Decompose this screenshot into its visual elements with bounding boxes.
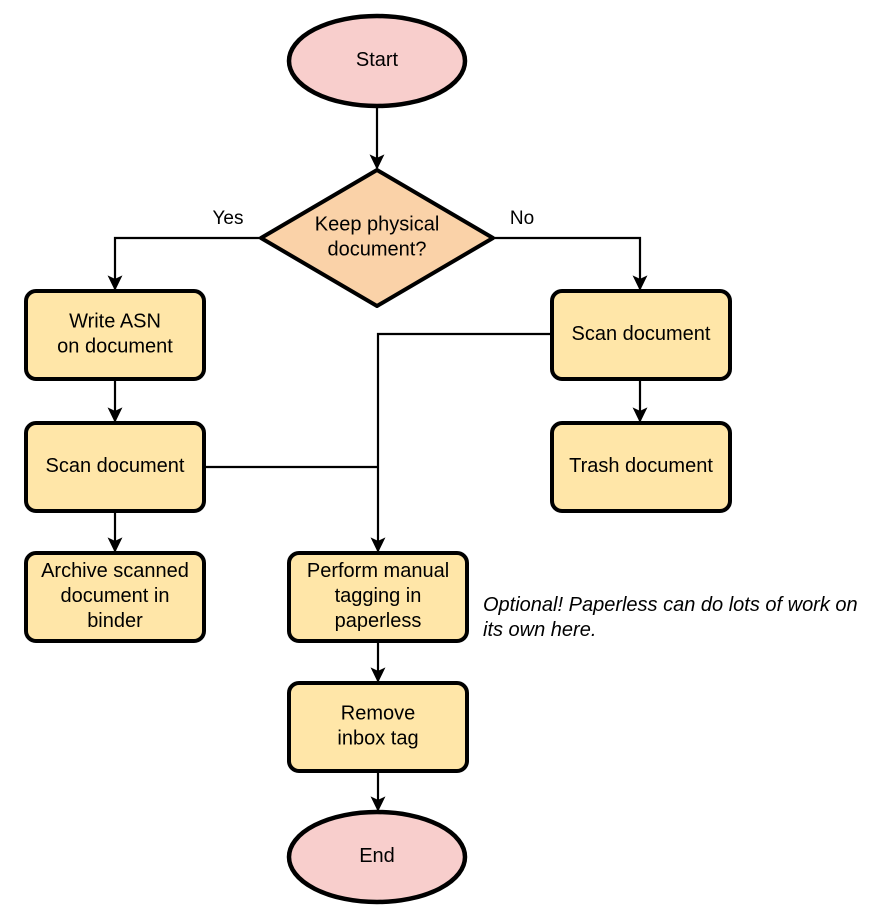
edge-decision-no: No bbox=[493, 208, 648, 291]
node-shape-process bbox=[24, 421, 206, 513]
node-shape-process bbox=[287, 681, 469, 773]
node-shape-process bbox=[550, 289, 732, 381]
node-scan-document-left: Scan document bbox=[24, 421, 206, 513]
node-shape-process bbox=[287, 551, 469, 643]
node-label-end: End bbox=[359, 845, 395, 867]
edge-decision-yes: Yes bbox=[107, 208, 261, 291]
node-label-start: Start bbox=[356, 49, 399, 71]
annotation-optional-note: Optional! Paperless can do lots of work … bbox=[483, 594, 858, 641]
edge-line bbox=[370, 332, 552, 553]
node-end: End bbox=[286, 809, 468, 905]
node-label-scan-document-left: Scan document bbox=[46, 455, 185, 477]
edge-scan-right-to-tagging bbox=[370, 332, 552, 553]
node-shape-process bbox=[24, 289, 206, 381]
node-start: Start bbox=[286, 13, 468, 109]
node-shape-terminator bbox=[286, 13, 468, 109]
node-trash-document: Trash document bbox=[550, 421, 732, 513]
node-scan-document-right: Scan document bbox=[550, 289, 732, 381]
node-label-trash-document: Trash document bbox=[569, 455, 713, 477]
annotations-layer: Optional! Paperless can do lots of work … bbox=[483, 594, 858, 641]
edge-line bbox=[107, 236, 261, 291]
edge-line bbox=[493, 236, 648, 291]
edge-label-decision-no: No bbox=[510, 208, 534, 229]
node-shape-decision bbox=[259, 168, 495, 308]
node-shape-process bbox=[550, 421, 732, 513]
edges-layer: Yes No bbox=[107, 106, 648, 812]
node-shape-process bbox=[24, 551, 206, 643]
edge-label-decision-yes: Yes bbox=[213, 208, 244, 229]
node-label-scan-document-right: Scan document bbox=[572, 323, 711, 345]
node-shape-terminator bbox=[286, 809, 468, 905]
